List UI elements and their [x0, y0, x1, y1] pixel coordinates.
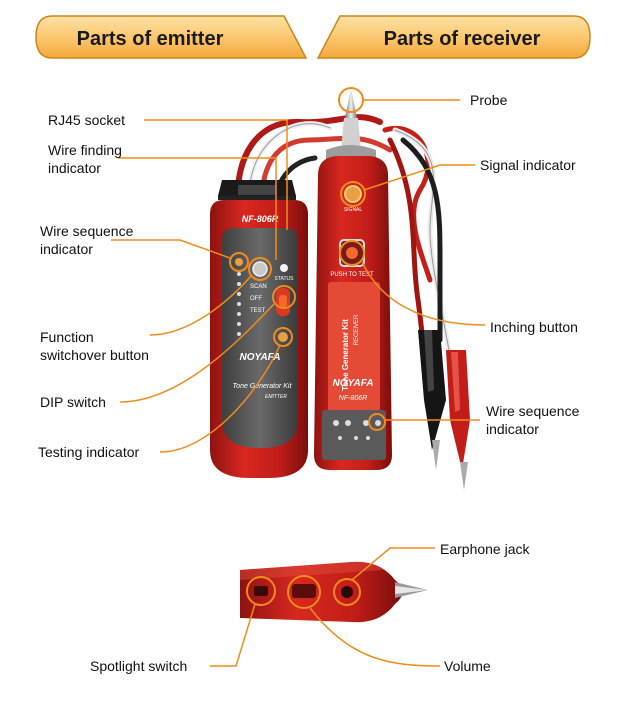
receiver-header: Parts of receiver — [384, 28, 541, 50]
receiver-brand-text: NOYAFA — [333, 378, 374, 389]
label-wire-finding-line1: Wire finding — [48, 142, 122, 158]
scan-text: SCAN — [250, 284, 267, 290]
test-text: TEST — [250, 308, 266, 314]
emitter-kit-text: Tone Generator Kit — [233, 383, 293, 390]
alligator-clips — [418, 330, 470, 490]
label-testing-indicator: Testing indicator — [38, 444, 140, 460]
emitter-device: NF-806R STATUS SCAN OFF TEST NOYAFA Tone… — [210, 180, 308, 478]
label-volume: Volume — [444, 658, 491, 674]
emitter-name-text: EMITTER — [265, 394, 287, 400]
label-wire-finding-line2: indicator — [48, 160, 101, 176]
receiver-model-text: NF-806R — [339, 395, 367, 402]
label-earphone-jack: Earphone jack — [440, 541, 530, 557]
leader-lines — [111, 99, 486, 667]
label-inching-button: Inching button — [490, 319, 578, 335]
label-function-line1: Function — [40, 329, 94, 345]
emitter-brand-text: NOYAFA — [240, 352, 281, 363]
callout-circles — [229, 87, 386, 609]
signal-text: SIGNAL — [344, 207, 363, 213]
off-text: OFF — [250, 296, 262, 302]
label-signal-indicator: Signal indicator — [480, 157, 576, 173]
emitter-banner — [35, 15, 308, 59]
receiver-banner — [316, 15, 591, 59]
emitter-header: Parts of emitter — [77, 28, 224, 50]
status-text: STATUS — [275, 276, 295, 282]
emitter-model-text: NF-806R — [242, 214, 279, 224]
label-rj45-socket: RJ45 socket — [48, 112, 126, 128]
label-rx-wire-sequence-line2: indicator — [486, 421, 539, 437]
label-wire-sequence-line2: indicator — [40, 241, 93, 257]
label-wire-sequence-line1: Wire sequence — [40, 223, 134, 239]
cables — [234, 114, 458, 403]
label-rx-wire-sequence-line1: Wire sequence — [486, 403, 580, 419]
push-to-test-text: PUSH TO TEST — [330, 272, 374, 278]
receiver-kit-text: Tone Generator Kit — [341, 319, 350, 391]
label-function-line2: switchover button — [40, 347, 149, 363]
label-dip-switch: DIP switch — [40, 394, 106, 410]
label-probe: Probe — [470, 92, 508, 108]
label-spotlight-switch: Spotlight switch — [90, 658, 188, 674]
receiver-name-text: RECEIVER — [354, 314, 360, 345]
receiver-bottom-view — [240, 561, 428, 623]
